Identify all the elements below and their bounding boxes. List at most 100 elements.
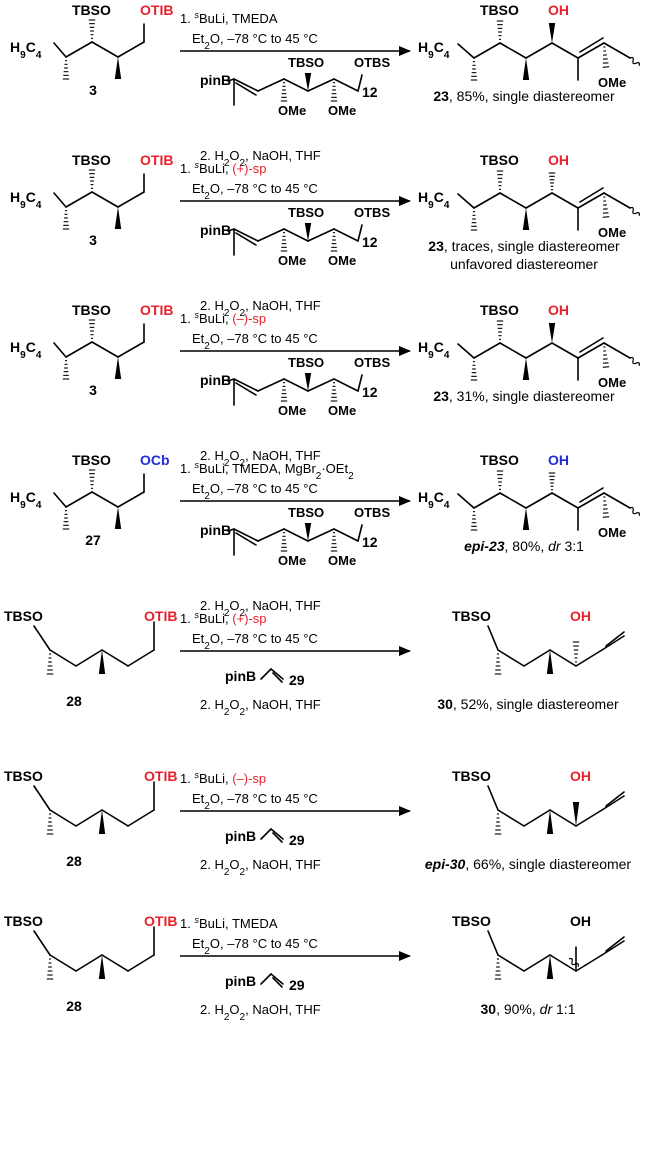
wedge-oh-bond <box>548 323 556 343</box>
tbso-label: TBSO <box>72 2 111 18</box>
ome-label: OMe <box>278 403 306 418</box>
hash-methyl <box>62 510 70 530</box>
bond <box>65 41 93 58</box>
wedge-methyl <box>114 57 122 79</box>
tbso-label: TBSO <box>4 768 43 784</box>
tbso-label: TBSO <box>452 768 491 784</box>
bond <box>551 342 579 359</box>
leaving-group-label: OTIB <box>140 2 173 18</box>
bond <box>33 785 51 811</box>
tbso-label: TBSO <box>480 2 519 18</box>
hash-otbs-bond <box>88 169 96 189</box>
bond <box>127 954 155 972</box>
h9c4-label: H9C4 <box>418 339 450 361</box>
hash-ome-bond <box>280 532 288 552</box>
wavy-bond <box>629 506 640 516</box>
hash-ome-bond <box>330 232 338 252</box>
hash-ome-bond <box>280 232 288 252</box>
h9c4-label: H9C4 <box>418 39 450 61</box>
hash-methyl <box>494 813 502 835</box>
product-caption: 23, 31%, single diastereomer <box>433 388 615 404</box>
bond <box>117 491 145 508</box>
otib-label: OTIB <box>144 608 177 624</box>
bond <box>307 528 335 542</box>
hash-methyl <box>470 61 478 81</box>
wedge-oh-bond <box>548 23 556 43</box>
ome-label: OMe <box>328 103 356 118</box>
bond <box>49 954 77 972</box>
condition-oxidation: 2. H2O2, NaOH, THF <box>200 598 321 619</box>
bond <box>603 42 631 59</box>
tbso-label: TBSO <box>452 608 491 624</box>
reagent-number: 12 <box>362 384 378 400</box>
bond <box>549 954 577 972</box>
bond <box>49 649 77 667</box>
ome-label: OMe <box>328 553 356 568</box>
compound-number: 3 <box>89 82 97 98</box>
compound-number: 28 <box>66 853 82 869</box>
bond <box>257 378 285 392</box>
otbs-label: OTBS <box>354 505 390 520</box>
bond <box>577 492 605 509</box>
product-caption: epi-30, 66%, single diastereomer <box>425 856 632 872</box>
pinb-label: pinB <box>200 222 231 238</box>
compound-number: 3 <box>89 232 97 248</box>
wedge-otbs-bond <box>304 523 312 541</box>
wedge-methyl <box>98 810 106 834</box>
condition-oxidation: 2. H2O2, NaOH, THF <box>200 148 321 169</box>
wedge-methyl <box>522 208 530 230</box>
bond <box>487 785 499 811</box>
wedge-oh-bond <box>572 802 580 826</box>
bond <box>499 42 527 59</box>
double-bond <box>579 37 604 53</box>
compound-number: 3 <box>89 382 97 398</box>
bond <box>523 649 551 667</box>
bond <box>117 41 145 58</box>
hash-ome-bond <box>280 82 288 102</box>
pinb-label: pinB <box>200 522 231 538</box>
hash-methyl <box>46 958 54 980</box>
bond <box>457 493 475 509</box>
double-bond <box>233 228 259 242</box>
wavy-bond <box>568 957 579 967</box>
bond <box>473 492 501 509</box>
bond <box>499 492 527 509</box>
double-bond <box>605 631 625 647</box>
ome-label: OMe <box>598 375 626 390</box>
bond <box>260 828 272 840</box>
ome-label: OMe <box>278 253 306 268</box>
leaving-group-label: OTIB <box>140 152 173 168</box>
bond <box>101 649 129 667</box>
bond <box>487 930 499 956</box>
product-caption: 30, 52%, single diastereomer <box>437 696 619 712</box>
bond <box>260 973 272 985</box>
tbso-label: TBSO <box>72 152 111 168</box>
double-bond <box>272 672 283 683</box>
reagent-number: 12 <box>362 234 378 250</box>
product-caption: 30, 90%, dr 1:1 <box>481 1001 576 1017</box>
double-bond <box>235 532 257 546</box>
bond <box>457 43 475 59</box>
h9c4-label: H9C4 <box>418 189 450 211</box>
ome-label: OMe <box>278 103 306 118</box>
bond <box>525 192 553 209</box>
bond <box>257 528 285 542</box>
double-bond <box>235 82 257 96</box>
hash-ome-bond <box>330 382 338 402</box>
product-caption: 23, traces, single diastereomer <box>428 238 620 254</box>
bond <box>307 78 335 92</box>
leaving-group-label: OCb <box>140 452 170 468</box>
h9c4-label: H9C4 <box>10 489 42 511</box>
double-bond <box>270 973 284 985</box>
hash-methyl <box>494 653 502 675</box>
condition-step1: 1. sBuLi, (+)-sp <box>180 160 267 176</box>
hash-methyl <box>62 360 70 380</box>
double-bond <box>270 668 284 680</box>
bond <box>523 809 551 827</box>
bond <box>333 378 359 392</box>
